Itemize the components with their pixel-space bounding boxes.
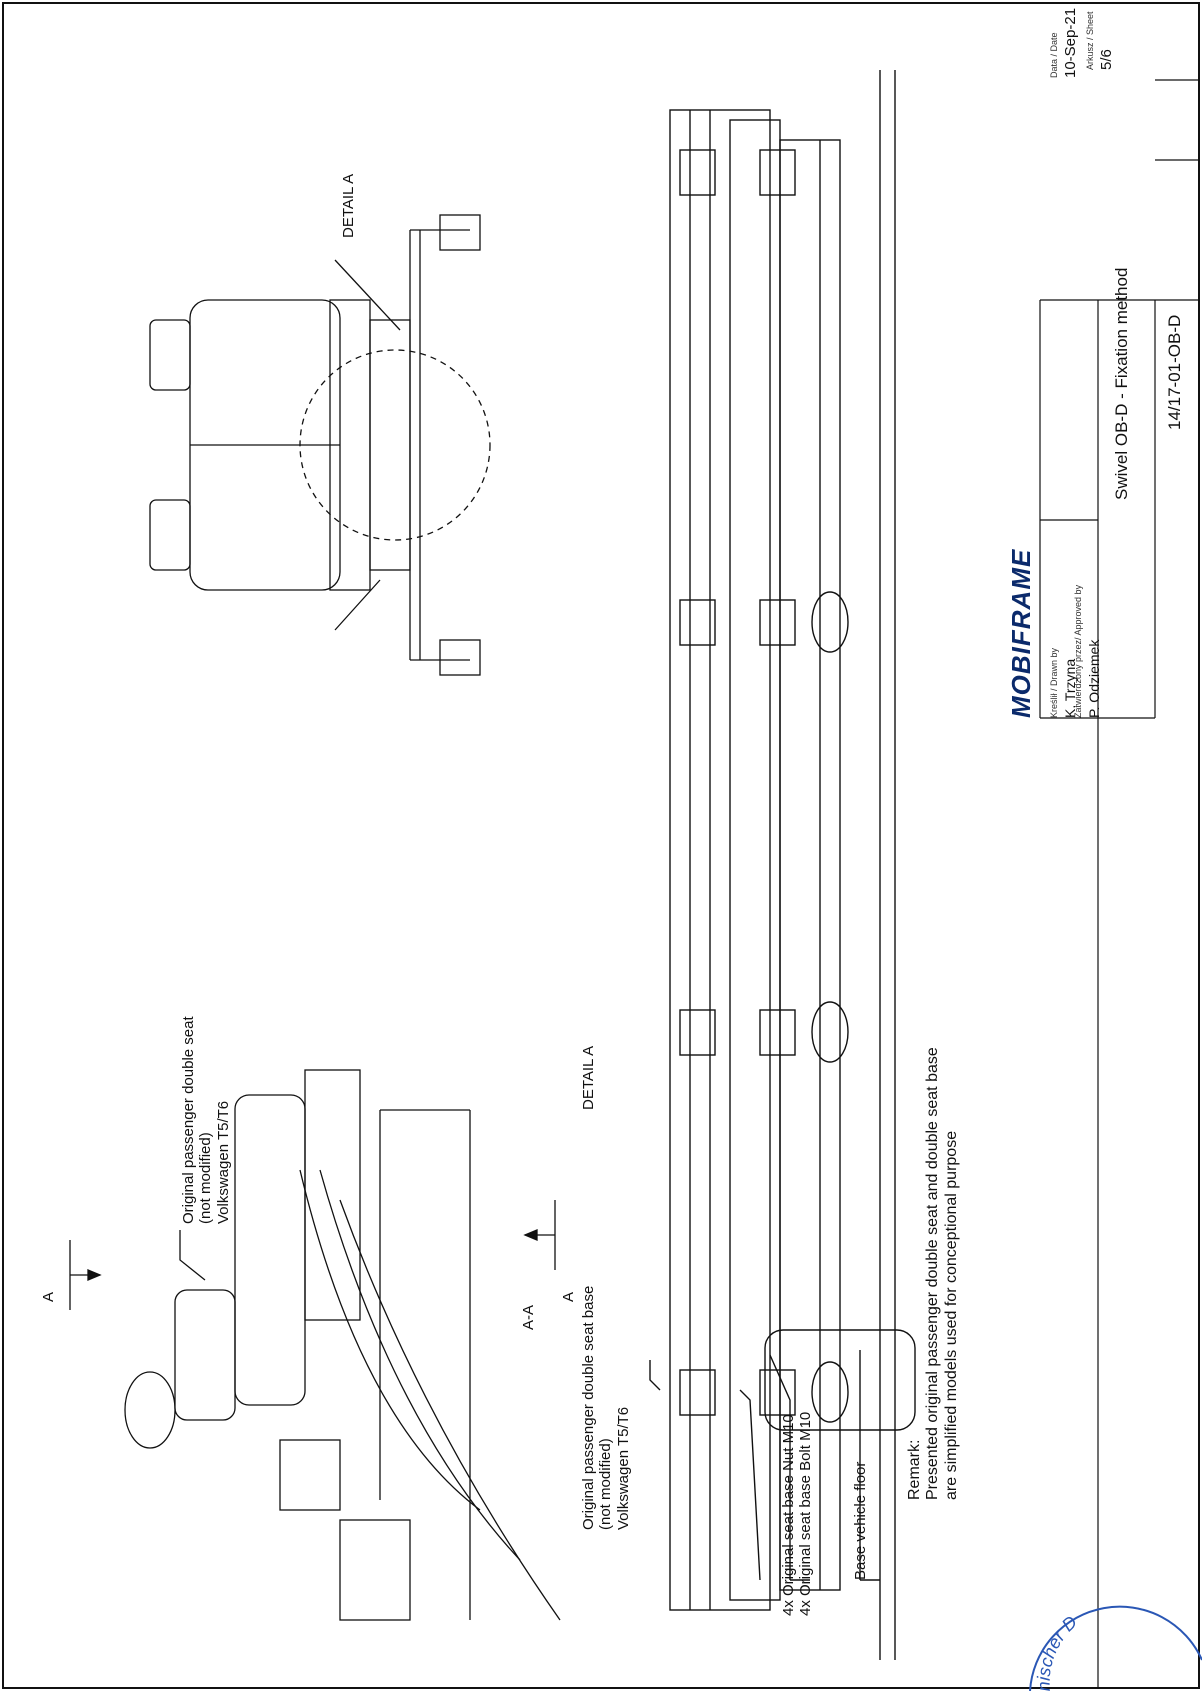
remark-line-2: are simplified models used for conceptio…	[942, 1130, 960, 1500]
date-cell: Data / Date 10-Sep-21	[1044, 8, 1081, 78]
sheet-label: Arkusz / Sheet	[1085, 11, 1095, 70]
seat-label-line1: Original passenger double seat	[180, 1016, 197, 1224]
side-view-seat	[69, 1069, 561, 1621]
base-label-line3: Volkswagen T5/T6	[614, 1406, 632, 1530]
approved-by-name: P. Odziemek	[1086, 639, 1103, 718]
base-label: Original passenger double seat base (not…	[580, 1286, 632, 1530]
remark-title: Remark:	[906, 1439, 923, 1500]
fastener-label-line2: 4x Original seat base Bolt M10	[797, 1411, 815, 1616]
base-label-line1: Original passenger double seat base	[580, 1285, 597, 1530]
section-aa-label: A-A	[520, 1304, 537, 1330]
base-label-line2: (not modified)	[597, 1438, 615, 1530]
approved-by-label: Zatwierdzony przez/ Approved by	[1073, 584, 1083, 718]
sheet-value: 5/6	[1098, 49, 1116, 70]
seat-label-line2: (not modified)	[197, 1132, 215, 1224]
remark-block: Remark: Presented original passenger dou…	[906, 1047, 961, 1500]
floor-label: Base vehicle floor	[852, 1461, 869, 1580]
cut-a-bottom-label: A	[560, 1291, 577, 1302]
drawing-number: 14/17-01-OB-D	[1165, 314, 1184, 430]
fastener-label-line1: 4x Original seat base Nut M10	[780, 1414, 797, 1616]
mobiframe-logo: MOBIFRAME	[1006, 548, 1036, 718]
date-value: 10-Sep-21	[1062, 7, 1080, 78]
approved-by-cell: Zatwierdzony przez/ Approved by P. Odzie…	[1068, 585, 1105, 718]
drawing-title: Swivel OB-D - Fixation method	[1112, 267, 1131, 500]
drawn-by-label: Kreślił / Drawn by	[1049, 647, 1059, 718]
seat-label: Original passenger double seat (not modi…	[180, 1016, 232, 1224]
sheet-cell: Arkusz / Sheet 5/6	[1080, 11, 1117, 70]
detail-a-top-label: DETAIL A	[340, 173, 357, 238]
date-label: Data / Date	[1049, 32, 1059, 78]
fastener-label: 4x Original seat base Nut M10 4x Origina…	[780, 1412, 815, 1616]
detail-a-enlarged	[649, 70, 916, 1660]
title-block-grid	[1039, 79, 1199, 1688]
detail-a-mid-label: DETAIL A	[580, 1045, 597, 1110]
detail-a-view	[149, 214, 491, 676]
seat-label-line3: Volkswagen T5/T6	[214, 1100, 232, 1224]
cut-a-top-label: A	[40, 1291, 57, 1302]
remark-line-1: Presented original passenger double seat…	[924, 1047, 942, 1500]
